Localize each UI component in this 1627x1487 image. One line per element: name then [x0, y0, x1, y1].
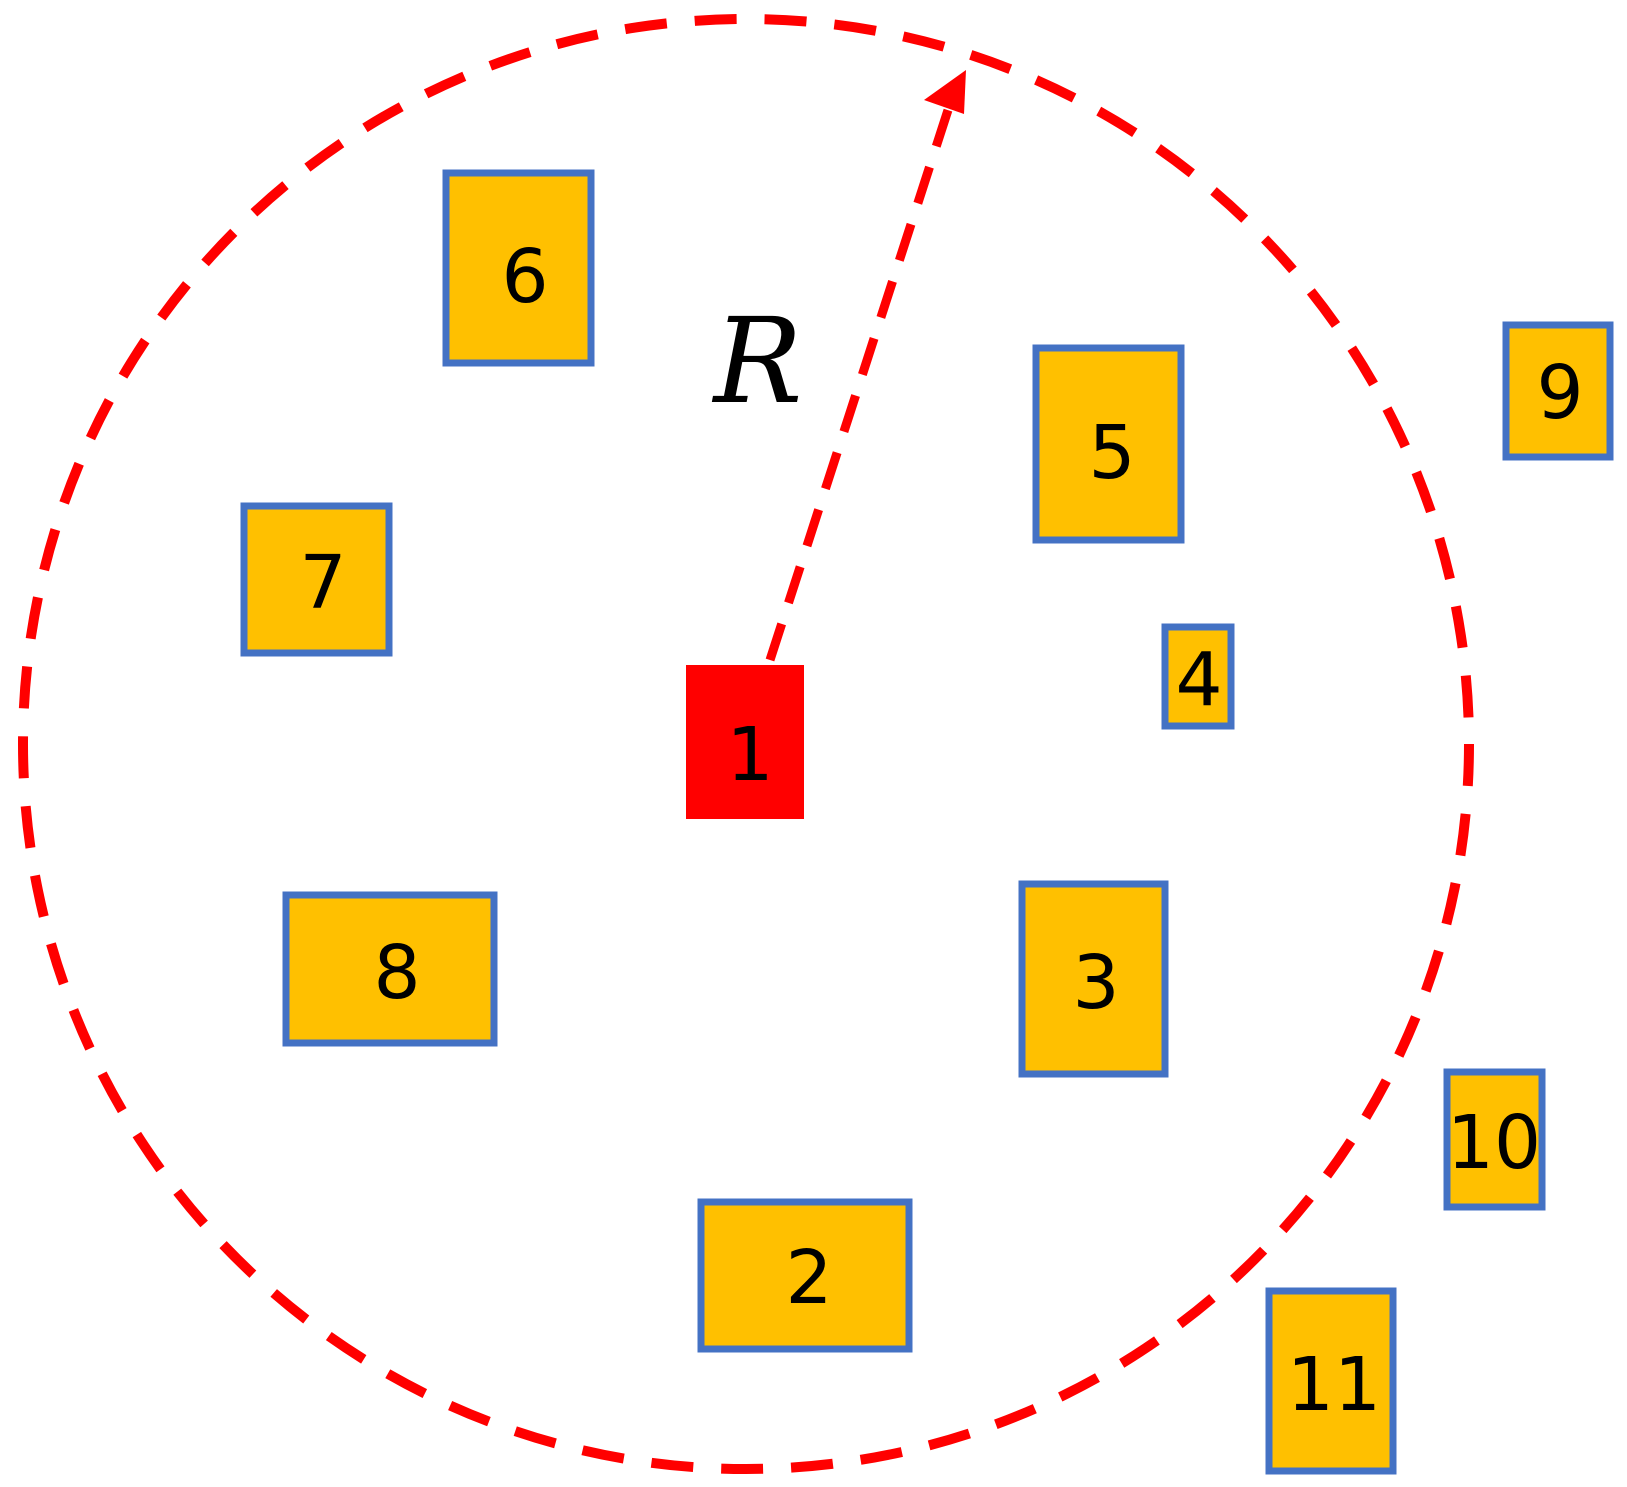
node-5-box — [1032, 344, 1185, 544]
node-7-label: 7 — [299, 540, 346, 626]
center-node-label: 1 — [726, 712, 773, 798]
node-9-box — [1502, 321, 1614, 461]
node-8-box — [282, 891, 498, 1047]
node-6: 6 — [442, 169, 595, 367]
radius-arrowhead — [924, 70, 966, 114]
node-2-box — [697, 1198, 913, 1353]
node-8: 8 — [282, 891, 498, 1047]
node-9-label: 9 — [1536, 350, 1583, 436]
node-11-label: 11 — [1287, 1342, 1381, 1428]
radius-label: R — [712, 292, 803, 430]
center-node: 1 — [686, 665, 804, 819]
node-11-box — [1265, 1287, 1397, 1475]
node-6-box — [442, 169, 595, 367]
node-3: 3 — [1018, 880, 1169, 1078]
radius-arrow — [765, 108, 953, 662]
center-node-box — [686, 665, 804, 819]
node-2: 2 — [697, 1198, 913, 1353]
node-4-label: 4 — [1175, 637, 1222, 723]
node-9: 9 — [1502, 321, 1614, 461]
node-2-label: 2 — [785, 1235, 832, 1321]
node-11: 11 — [1265, 1287, 1397, 1475]
node-5: 5 — [1032, 344, 1185, 544]
node-4: 4 — [1161, 623, 1235, 730]
node-10-label: 10 — [1447, 1100, 1541, 1186]
node-10: 10 — [1443, 1068, 1546, 1211]
node-6-label: 6 — [501, 234, 548, 320]
node-3-label: 3 — [1072, 940, 1119, 1026]
radius-circle — [18, 14, 1474, 1474]
node-4-box — [1161, 623, 1235, 730]
node-10-box — [1443, 1068, 1546, 1211]
node-3-box — [1018, 880, 1169, 1078]
node-7: 7 — [240, 502, 393, 657]
node-8-label: 8 — [373, 930, 420, 1016]
node-7-box — [240, 502, 393, 657]
node-5-label: 5 — [1088, 410, 1135, 496]
